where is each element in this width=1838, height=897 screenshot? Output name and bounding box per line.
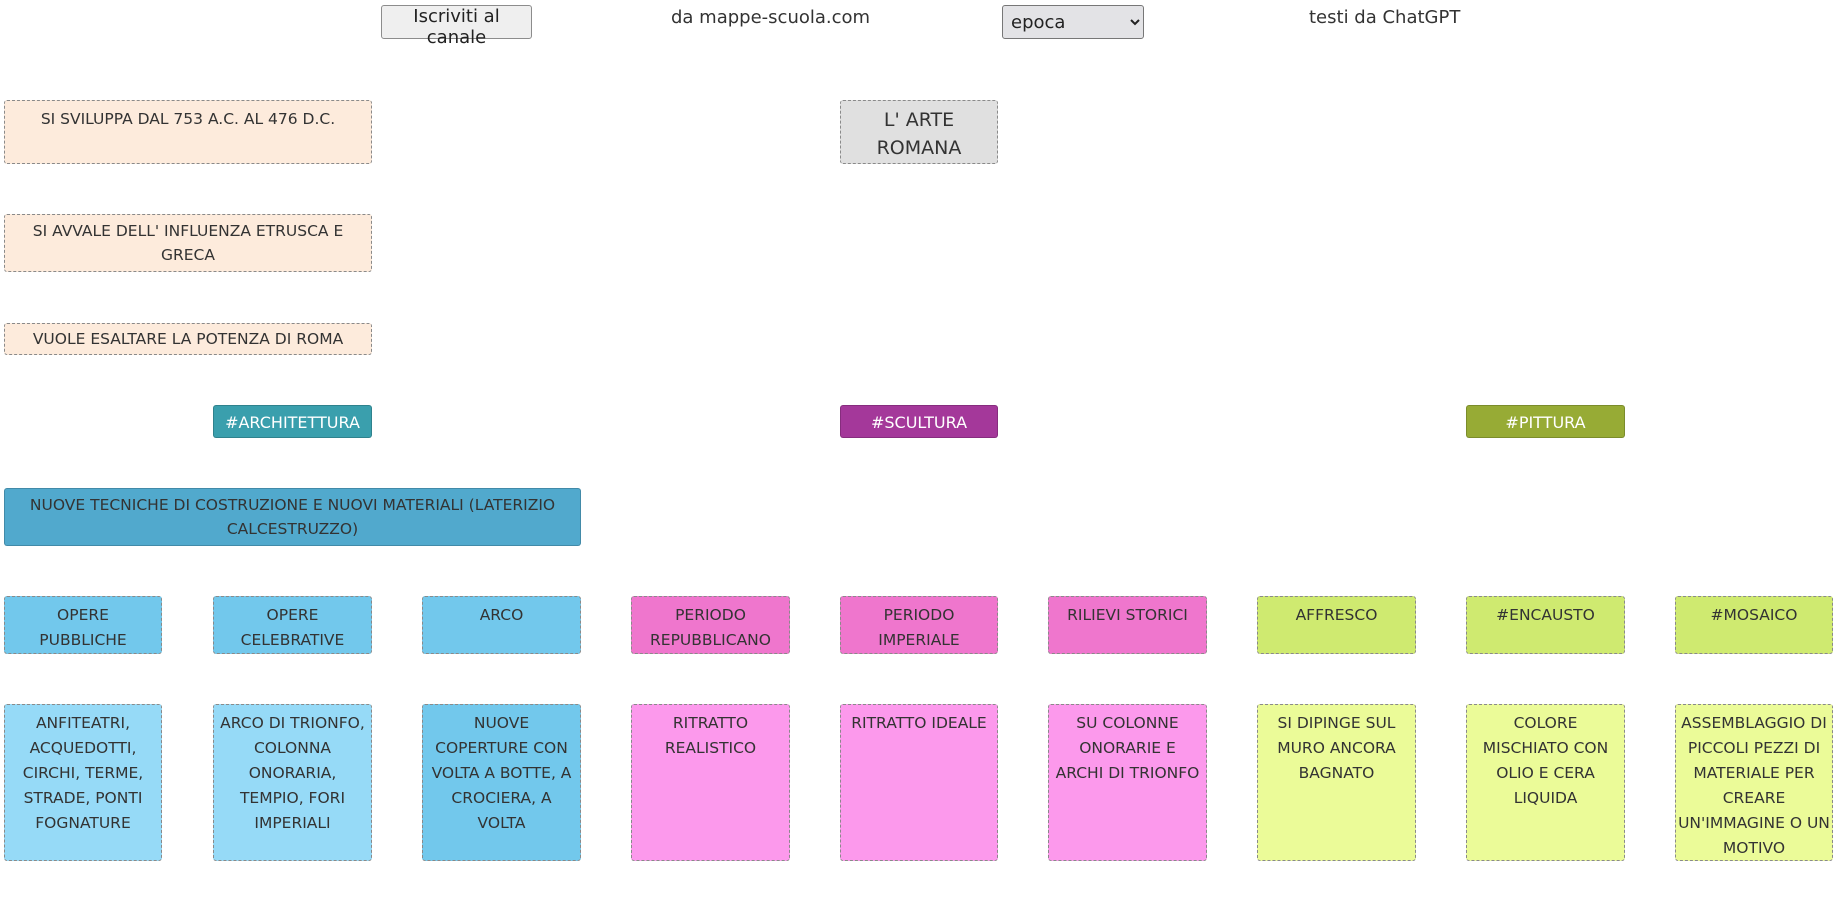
intro-box-purpose: VUOLE ESALTARE LA POTENZA DI ROMA <box>4 323 372 355</box>
subscribe-button[interactable]: Iscriviti al canale <box>381 5 532 48</box>
detail-encausto: COLORE MISCHIATO CON OLIO E CERA LIQUIDA <box>1466 704 1625 861</box>
category-pittura[interactable]: #PITTURA <box>1466 405 1625 438</box>
detail-periodo-repubblicano: RITRATTO REALISTICO <box>631 704 790 861</box>
intro-box-period: SI SVILUPPA DAL 753 A.C. AL 476 D.C. <box>4 100 372 164</box>
detail-text: ARCO DI TRIONFO, COLONNA ONORARIA, TEMPI… <box>220 714 365 832</box>
source-text: da mappe-scuola.com <box>671 7 871 28</box>
credits-text: testi da ChatGPT <box>1309 7 1461 28</box>
topic-periodo-imperiale: PERIODO IMPERIALE <box>840 596 998 654</box>
detail-text: ANFITEATRI, ACQUEDOTTI, CIRCHI, TERME, S… <box>22 714 144 832</box>
detail-text: NUOVE COPERTURE CON VOLTA A BOTTE, A CRO… <box>431 714 572 832</box>
intro-box-influence: SI AVVALE DELL' INFLUENZA ETRUSCA E GREC… <box>4 214 372 272</box>
detail-arco: NUOVE COPERTURE CON VOLTA A BOTTE, A CRO… <box>422 704 581 861</box>
architettura-note: NUOVE TECNICHE DI COSTRUZIONE E NUOVI MA… <box>4 488 581 546</box>
topic-rilievi-storici: RILIEVI STORICI <box>1048 596 1207 654</box>
topic-affresco: AFFRESCO <box>1257 596 1416 654</box>
detail-opere-celebrative: ARCO DI TRIONFO, COLONNA ONORARIA, TEMPI… <box>213 704 372 861</box>
topic-label: #MOSAICO <box>1710 606 1798 624</box>
detail-text: RITRATTO REALISTICO <box>664 714 757 757</box>
intro-text: SI AVVALE DELL' INFLUENZA ETRUSCA E GREC… <box>32 222 344 264</box>
map-title-node: L' ARTE ROMANA <box>840 100 998 164</box>
topic-label: PERIODO REPUBBLICANO <box>650 606 771 649</box>
map-title: L' ARTE ROMANA <box>876 109 962 159</box>
intro-text: SI SVILUPPA DAL 753 A.C. AL 476 D.C. <box>40 110 336 128</box>
detail-text: RITRATTO IDEALE <box>851 714 987 732</box>
topic-opere-pubbliche: OPERE PUBBLICHE <box>4 596 162 654</box>
detail-text: ASSEMBLAGGIO DI PICCOLI PEZZI DI MATERIA… <box>1678 714 1830 857</box>
topic-encausto[interactable]: #ENCAUSTO <box>1466 596 1625 654</box>
detail-mosaico: ASSEMBLAGGIO DI PICCOLI PEZZI DI MATERIA… <box>1675 704 1833 861</box>
epoch-select[interactable]: epoca <box>1002 5 1144 39</box>
topic-label: OPERE CELEBRATIVE <box>240 606 345 649</box>
topic-arco: ARCO <box>422 596 581 654</box>
detail-opere-pubbliche: ANFITEATRI, ACQUEDOTTI, CIRCHI, TERME, S… <box>4 704 162 861</box>
detail-text: SU COLONNE ONORARIE E ARCHI DI TRIONFO <box>1055 714 1200 782</box>
detail-affresco: SI DIPINGE SUL MURO ANCORA BAGNATO <box>1257 704 1416 861</box>
note-text: NUOVE TECNICHE DI COSTRUZIONE E NUOVI MA… <box>29 496 556 538</box>
category-label: #PITTURA <box>1505 413 1586 432</box>
topic-label: PERIODO IMPERIALE <box>878 606 960 649</box>
detail-text: COLORE MISCHIATO CON OLIO E CERA LIQUIDA <box>1482 714 1609 807</box>
topic-opere-celebrative: OPERE CELEBRATIVE <box>213 596 372 654</box>
category-architettura[interactable]: #ARCHITETTURA <box>213 405 372 438</box>
intro-text: VUOLE ESALTARE LA POTENZA DI ROMA <box>32 330 344 348</box>
topic-label: #ENCAUSTO <box>1496 606 1595 624</box>
category-label: #ARCHITETTURA <box>225 413 360 432</box>
topic-periodo-repubblicano: PERIODO REPUBBLICANO <box>631 596 790 654</box>
topic-label: ARCO <box>479 606 524 624</box>
category-scultura[interactable]: #SCULTURA <box>840 405 998 438</box>
topic-label: OPERE PUBBLICHE <box>39 606 127 649</box>
detail-text: SI DIPINGE SUL MURO ANCORA BAGNATO <box>1277 714 1396 782</box>
category-label: #SCULTURA <box>870 413 968 432</box>
detail-rilievi-storici: SU COLONNE ONORARIE E ARCHI DI TRIONFO <box>1048 704 1207 861</box>
detail-periodo-imperiale: RITRATTO IDEALE <box>840 704 998 861</box>
topic-mosaico[interactable]: #MOSAICO <box>1675 596 1833 654</box>
topic-label: AFFRESCO <box>1295 606 1378 624</box>
topic-label: RILIEVI STORICI <box>1067 606 1188 624</box>
